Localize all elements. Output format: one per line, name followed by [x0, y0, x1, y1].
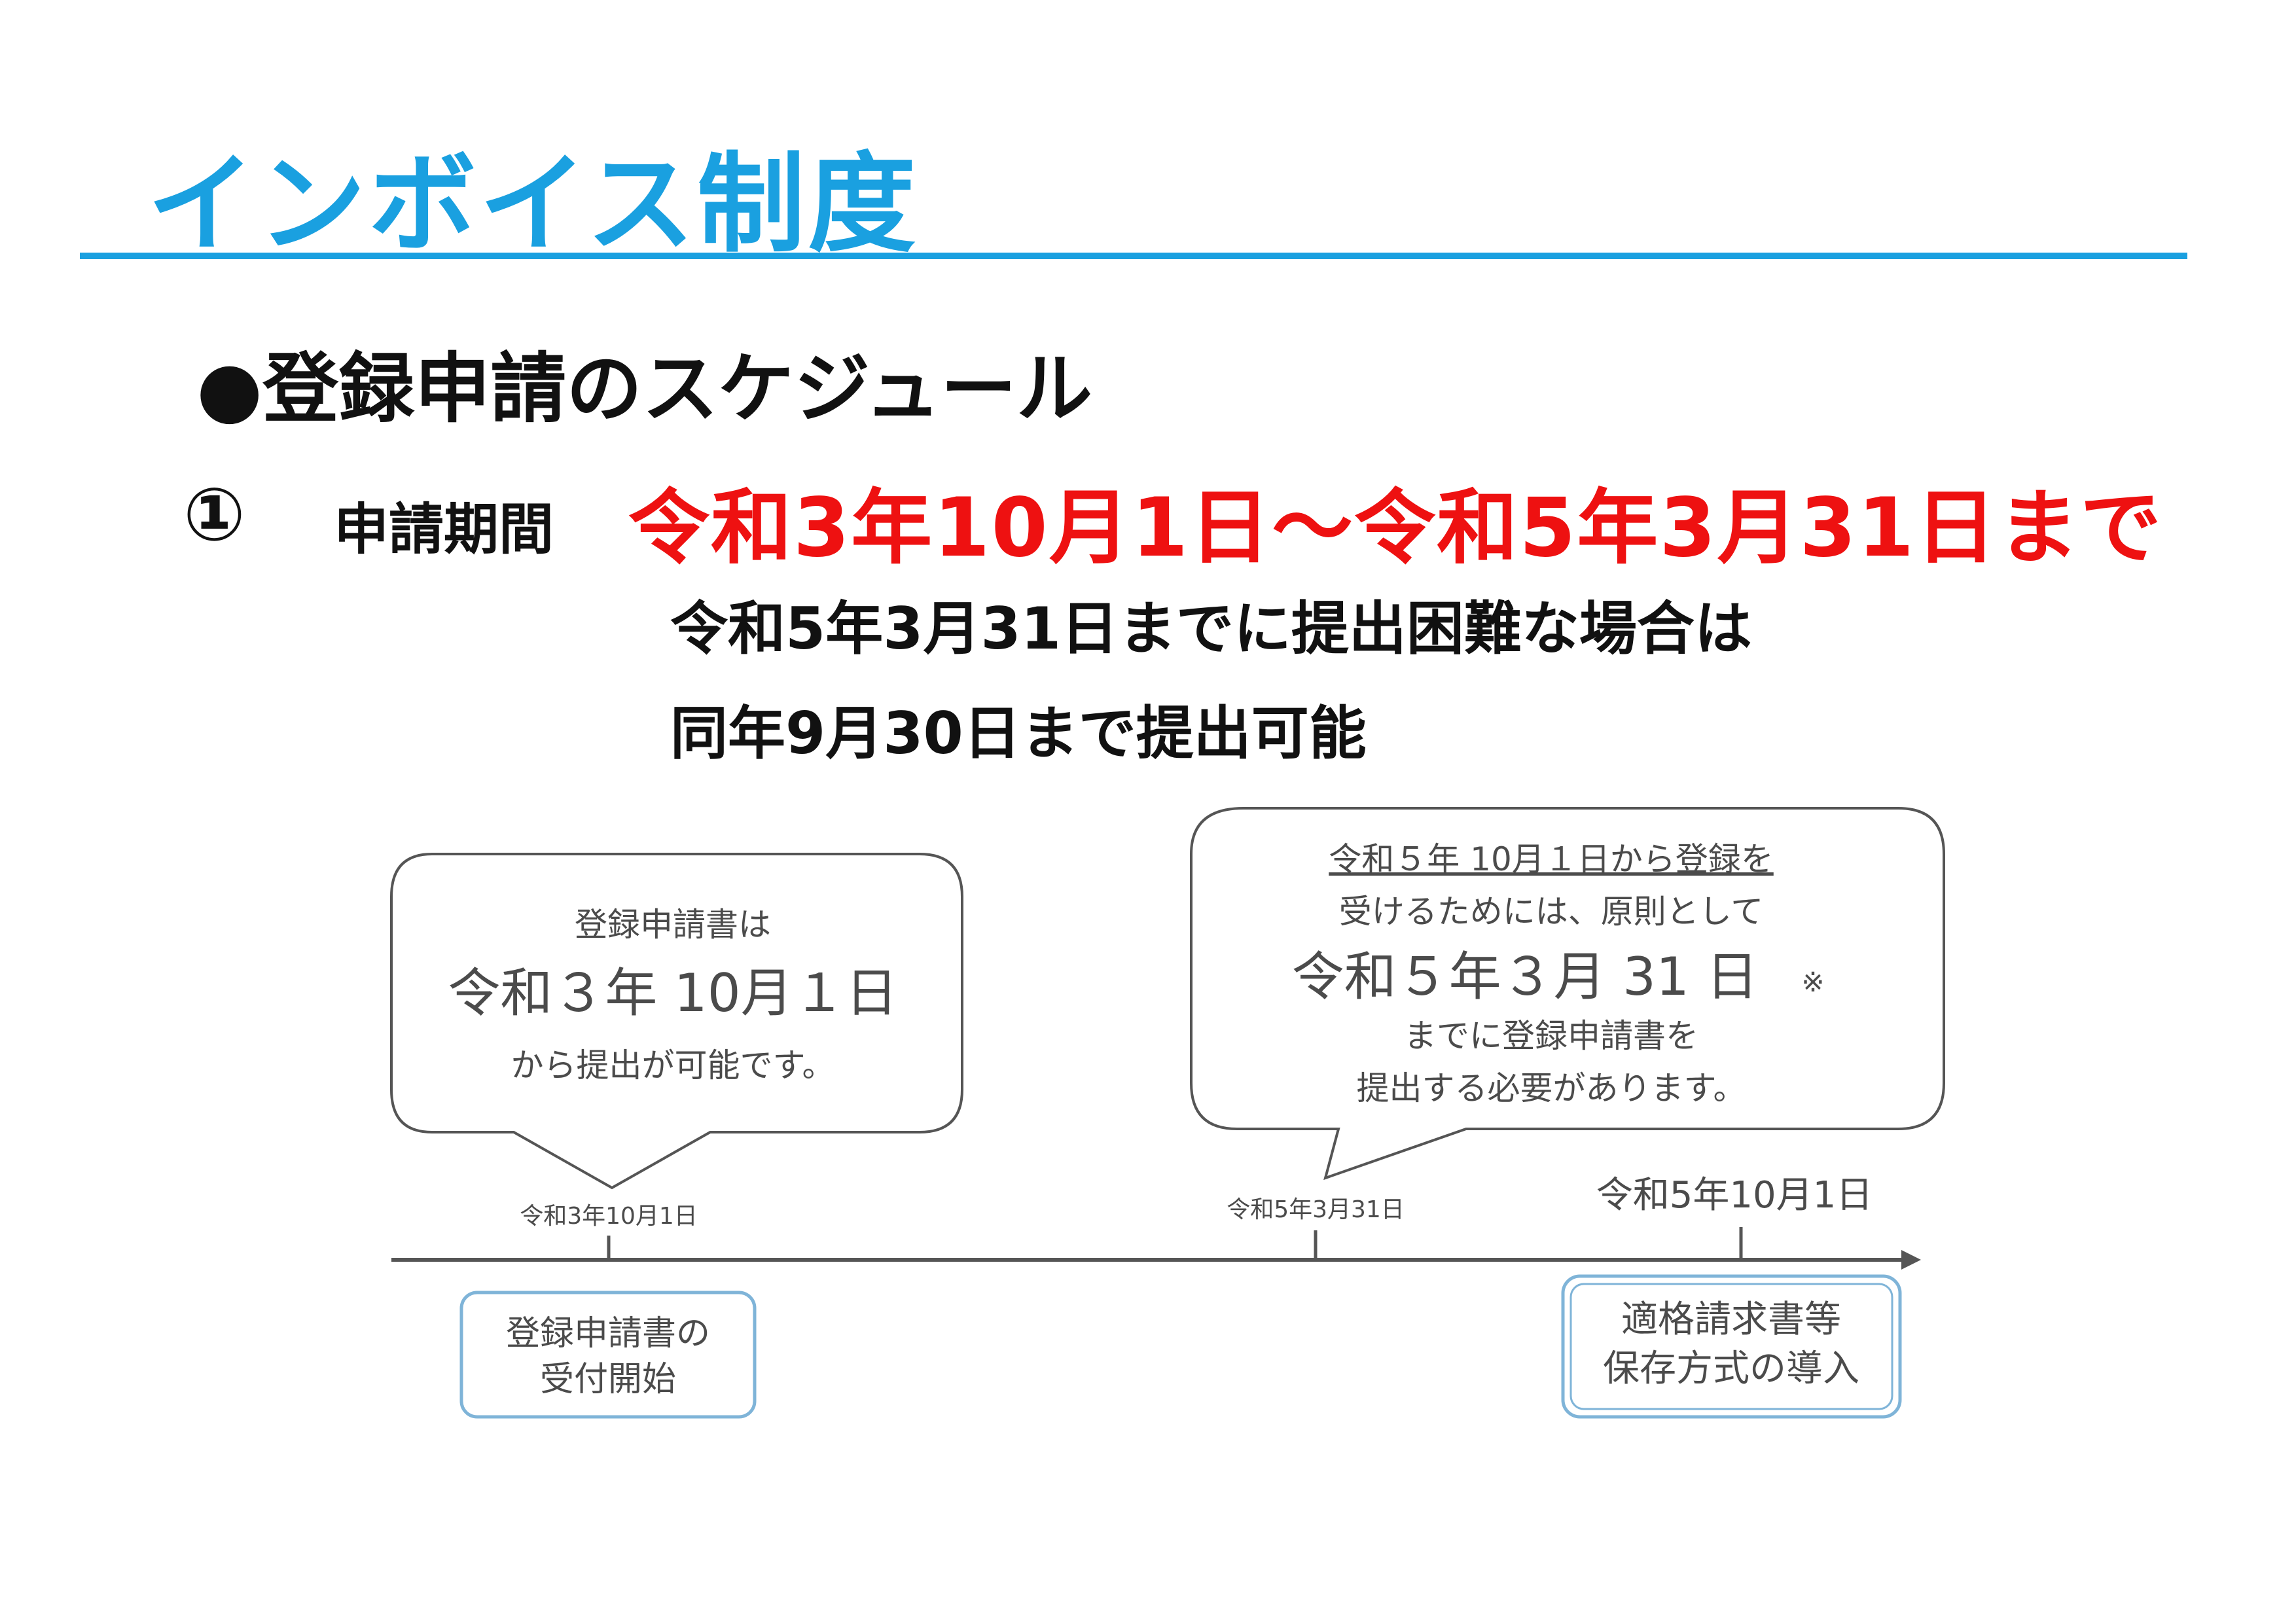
timeline-arrowhead — [1901, 1250, 1921, 1270]
box-right-outer — [1561, 1274, 1902, 1419]
page-title: インボイス制度 — [147, 141, 919, 267]
bubble-left-line2: 令和３年 10月１日 — [448, 963, 897, 1024]
bubble-right-line1: 令和５年 10月１日から登録を — [1329, 840, 1774, 878]
note-line-2: 同年9月30日まで提出可能 — [670, 700, 1367, 767]
bubble-right-mark: ※ — [1801, 966, 1824, 998]
bubble-right-line2: 受けるためには、原則として — [1339, 893, 1764, 931]
box-left — [459, 1291, 757, 1419]
box-right-line1: 適格請求書等 — [1621, 1298, 1841, 1341]
bubble-right-line3: 令和５年３月 31 日 — [1292, 946, 1759, 1007]
application-period: 令和3年10月1日～令和5年3月31日まで — [628, 481, 2163, 575]
bubble-left-line3: から提出が可能です。 — [511, 1046, 835, 1084]
box-right-line2: 保存方式の導入 — [1603, 1347, 1859, 1390]
speech-bubble-right — [1190, 807, 1945, 1181]
bubble-right-line5: 提出する必要があります。 — [1357, 1069, 1746, 1107]
box-left-line1: 登録申請書の — [506, 1314, 710, 1353]
date-label-1: 令和3年10月1日 — [520, 1203, 698, 1230]
section-heading: ●登録申請のスケジュール — [196, 345, 1093, 433]
note-line-1: 令和5年3月31日までに提出困難な場合は — [670, 595, 1752, 662]
item-label: 申請期間 — [334, 497, 554, 562]
title-divider — [80, 253, 2187, 259]
bubble-right-line4: までに登録申請書を — [1404, 1017, 1698, 1055]
speech-bubble-left — [390, 853, 963, 1190]
box-left-line2: 受付開始 — [540, 1360, 676, 1399]
item-number: ① — [183, 473, 245, 558]
date-label-3: 令和5年10月1日 — [1596, 1174, 1873, 1217]
box-right-inner — [1570, 1283, 1893, 1410]
date-label-2: 令和5年3月31日 — [1227, 1196, 1405, 1223]
bubble-left-line1: 登録申請書は — [575, 906, 771, 944]
